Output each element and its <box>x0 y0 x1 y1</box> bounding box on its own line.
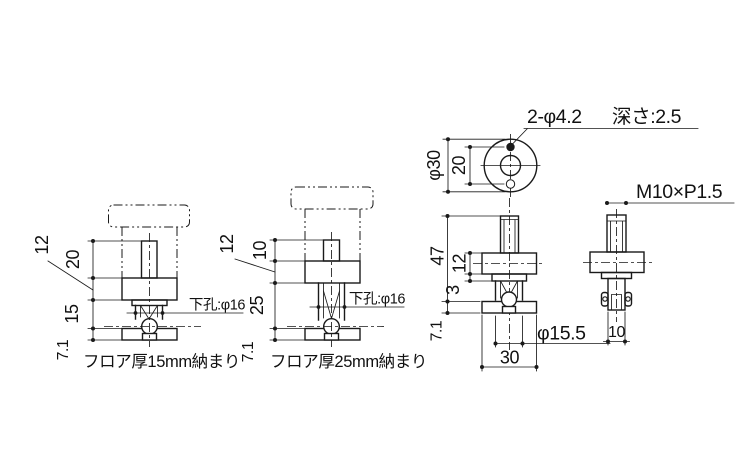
view-floor25: 下孔:φ16 12 10 25 7.1 フロア厚25mm納まり <box>217 186 427 371</box>
dimensions-floor25: 12 10 25 7.1 <box>217 234 324 362</box>
dim-label-flange-12: 12 <box>32 235 52 255</box>
dim-label-hole-pitch: 20 <box>449 156 469 176</box>
dim-label-flange-12: 12 <box>217 234 237 254</box>
knob-phantom-outline <box>108 204 190 278</box>
pilot-hole-note: 下孔:φ16 <box>189 297 245 314</box>
pilot-hole-callout: 下孔:φ16 <box>126 297 246 315</box>
flange <box>589 251 645 280</box>
pilot-hole-note: 下孔:φ16 <box>349 291 405 308</box>
dimensions-top: φ30 20 <box>424 137 506 194</box>
view-caption-floor25: フロア厚25mm納まり <box>270 352 427 371</box>
view-side: M10×P1.5 10 <box>583 181 735 346</box>
dim-label-sleeve-dia: φ15.5 <box>537 323 586 345</box>
pilot-hole-callout: 下孔:φ16 <box>309 291 406 309</box>
dimensions-front: 47 7.1 12 3 30 φ15.5 <box>427 214 611 372</box>
dim-label-width-30: 30 <box>500 348 520 368</box>
dim-label-foot-7-1: 7.1 <box>429 321 446 341</box>
dimensions-floor15: 12 20 15 7.1 <box>32 235 142 360</box>
dim-label-floor-15: 15 <box>62 304 82 324</box>
anchor-sleeve <box>134 304 164 320</box>
dim-label-total-47: 47 <box>427 246 447 266</box>
dim-label-stud-20: 20 <box>63 250 83 270</box>
dim-label-step-3: 3 <box>443 285 463 295</box>
dim-label-foot-7-1: 7.1 <box>55 340 72 360</box>
holes-note: 2-φ4.2 <box>527 106 582 128</box>
view-floor15: 下孔:φ16 12 20 15 7.1 フロア厚15mm納まり <box>32 204 246 371</box>
flange <box>304 260 361 284</box>
knob-phantom-outline <box>290 186 374 261</box>
dimensions-side: 10 <box>603 311 630 346</box>
thread-spec-label: M10×P1.5 <box>636 181 723 203</box>
dim-label-body-10: 10 <box>608 324 625 341</box>
view-caption-floor15: フロア厚15mm納まり <box>83 352 240 371</box>
dim-label-outer-dia: φ30 <box>424 150 444 181</box>
anchor-body <box>600 277 633 311</box>
dim-label-foot-7-1: 7.1 <box>240 342 257 362</box>
dim-label-floor-25: 25 <box>247 296 267 316</box>
small-hole-top <box>506 142 515 152</box>
small-hole-bottom <box>505 179 516 189</box>
view-top: 2-φ4.2 深さ:2.5 φ30 20 <box>424 106 699 197</box>
thread-callout: M10×P1.5 <box>605 181 735 205</box>
dim-label-stud-10: 10 <box>250 241 270 261</box>
dim-label-flange-12: 12 <box>449 254 469 274</box>
holes-callout: 2-φ4.2 深さ:2.5 <box>511 106 699 146</box>
view-front: 47 7.1 12 3 30 φ15.5 <box>427 198 611 372</box>
depth-note: 深さ:2.5 <box>612 106 682 128</box>
pivot-pin-right <box>625 296 631 302</box>
pivot-ball <box>500 291 518 314</box>
pivot-pin-left <box>602 296 608 302</box>
